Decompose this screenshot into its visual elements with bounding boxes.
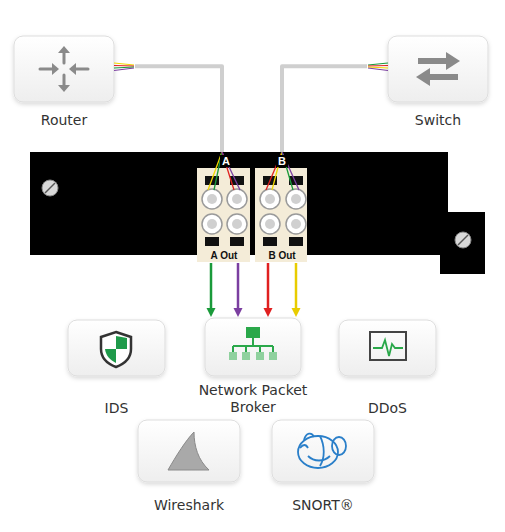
port-label: B (276, 155, 288, 167)
network-cable (282, 66, 367, 152)
node-caption: Switch (415, 112, 461, 129)
tap-arrow (234, 263, 243, 317)
node-caption: Network Packet Broker (197, 382, 309, 416)
port-label: A Out (210, 250, 239, 261)
port-label: A (220, 155, 232, 167)
fin-icon (168, 432, 209, 470)
port-wires (208, 152, 299, 190)
node-caption: DDoS (368, 400, 407, 417)
network-icon (229, 327, 277, 360)
shield-icon (101, 332, 131, 367)
node-caption: SNORT® (292, 497, 354, 514)
mounting-panel (30, 152, 485, 274)
ddos-node: DDoS (339, 320, 436, 376)
node-caption: Wireshark (154, 497, 224, 514)
tap-module (197, 168, 307, 262)
network-cable (135, 66, 222, 152)
switch-icon (416, 52, 460, 86)
cards (14, 36, 488, 482)
switch-node: Switch (388, 36, 488, 102)
tap-arrow (207, 263, 216, 317)
port-label: B Out (267, 250, 296, 261)
router-icon (40, 46, 88, 92)
packet-broker-node: Network Packet Broker (205, 318, 301, 376)
pig-icon (298, 434, 346, 468)
wireshark-node: Wireshark (138, 420, 240, 482)
router-node: Router (14, 36, 114, 102)
node-caption: IDS (105, 400, 129, 417)
ids-node: IDS (68, 320, 165, 376)
snort-node: SNORT® (272, 420, 374, 482)
ports (202, 176, 306, 246)
node-caption: Router (41, 112, 87, 129)
tap-panel: A B A Out B Out (30, 152, 485, 274)
tap-arrow (292, 263, 301, 317)
monitor-icon (370, 332, 406, 360)
tap-arrow (264, 263, 273, 317)
